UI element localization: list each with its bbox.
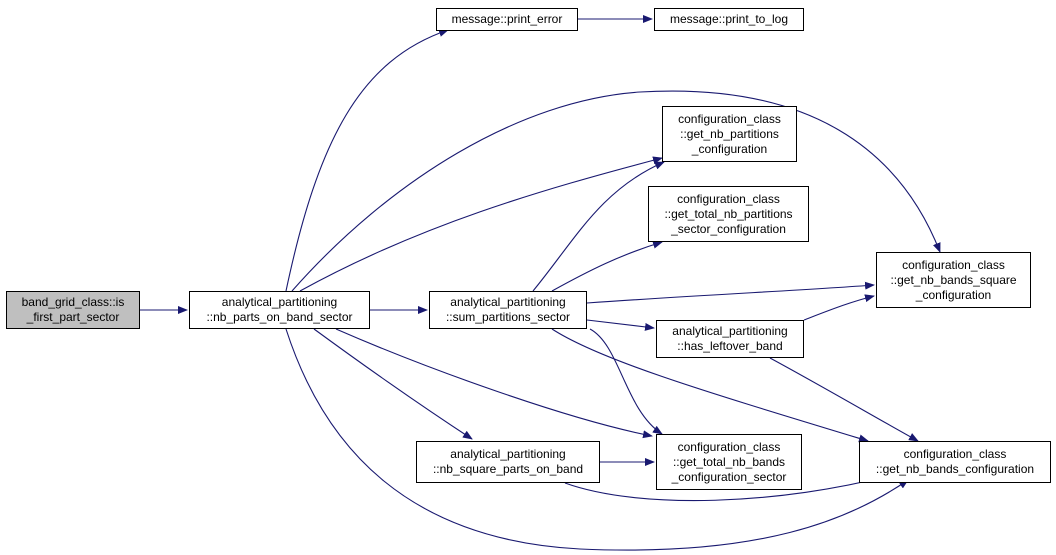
node-label-line: configuration_class bbox=[677, 439, 781, 454]
edge-nb-parts-to-get-nb-bands bbox=[285, 328, 909, 551]
node-label-line: message::print_error bbox=[451, 12, 563, 26]
node-get-nb-bands-square-configuration[interactable]: configuration_class ::get_nb_bands_squar… bbox=[876, 252, 1031, 308]
edge-nb-parts-to-nb-square-parts bbox=[313, 328, 473, 440]
edge-sum-partitions-to-get-total-nb-bands bbox=[589, 328, 663, 435]
node-label-line: ::get_nb_bands_square bbox=[890, 272, 1017, 287]
node-get-total-nb-partitions-sector-configuration[interactable]: configuration_class ::get_total_nb_parti… bbox=[648, 186, 809, 242]
node-label-line: ::has_leftover_band bbox=[677, 339, 783, 353]
edge-nb-parts-to-print-error bbox=[285, 29, 449, 292]
node-label-line: _first_part_sector bbox=[26, 310, 120, 324]
edge-nb-parts-to-get-nb-bands-square bbox=[291, 90, 941, 292]
edge-has-leftover-to-get-nb-bands bbox=[769, 357, 919, 442]
node-label-line: _configuration bbox=[915, 287, 992, 302]
node-label-line: configuration_class bbox=[902, 257, 1005, 272]
node-get-total-nb-bands-configuration-sector[interactable]: configuration_class ::get_total_nb_bands… bbox=[656, 434, 802, 490]
edge-nb-parts-to-get-total-nb-bands bbox=[335, 328, 653, 439]
edge-sum-partitions-to-get-nb-bands bbox=[551, 328, 869, 443]
node-nb-square-parts-on-band[interactable]: analytical_partitioning ::nb_square_part… bbox=[416, 441, 600, 483]
edge-sum-partitions-to-get-total-nb-partitions bbox=[551, 240, 663, 292]
edge-sum-partitions-to-get-nb-partitions bbox=[532, 161, 665, 292]
edge-sum-partitions-to-get-nb-bands-square bbox=[586, 281, 875, 304]
node-label-line: configuration_class bbox=[678, 111, 781, 126]
edge-nb-square-parts-to-get-nb-bands bbox=[564, 472, 897, 502]
node-label-line: _configuration_sector bbox=[671, 469, 787, 484]
node-has-leftover-band[interactable]: analytical_partitioning ::has_leftover_b… bbox=[656, 320, 804, 358]
node-label-line: analytical_partitioning bbox=[221, 295, 338, 309]
node-label-line: configuration_class bbox=[677, 191, 780, 206]
node-label-line: analytical_partitioning bbox=[450, 447, 566, 461]
node-print-error[interactable]: message::print_error bbox=[436, 8, 578, 31]
node-label-line: ::nb_square_parts_on_band bbox=[432, 462, 584, 476]
node-label-line: message::print_to_log bbox=[669, 12, 789, 26]
node-label-line: band_grid_class::is bbox=[21, 295, 125, 309]
node-label-line: ::get_total_nb_bands bbox=[672, 454, 786, 469]
node-get-nb-bands-configuration[interactable]: configuration_class ::get_nb_bands_confi… bbox=[859, 441, 1051, 483]
node-label-line: ::get_nb_partitions bbox=[680, 126, 779, 141]
node-label-line: ::get_nb_bands_configuration bbox=[875, 462, 1035, 476]
edge-has-leftover-to-get-nb-bands-square bbox=[803, 294, 875, 321]
node-nb-parts-on-band-sector[interactable]: analytical_partitioning ::nb_parts_on_ba… bbox=[189, 291, 370, 329]
node-label-line: ::sum_partitions_sector bbox=[445, 310, 571, 324]
node-label-line: analytical_partitioning bbox=[672, 324, 788, 338]
node-label-line: _sector_configuration bbox=[671, 221, 786, 236]
node-label-line: configuration_class bbox=[903, 447, 1007, 461]
node-label-line: ::get_total_nb_partitions bbox=[664, 206, 793, 221]
node-label-line: _configuration bbox=[691, 141, 768, 156]
node-get-nb-partitions-configuration[interactable]: configuration_class ::get_nb_partitions … bbox=[662, 106, 797, 162]
node-sum-partitions-sector[interactable]: analytical_partitioning ::sum_partitions… bbox=[429, 291, 587, 329]
node-label-line: ::nb_parts_on_band_sector bbox=[206, 310, 353, 324]
node-label-line: analytical_partitioning bbox=[450, 295, 566, 309]
edge-sum-partitions-to-has-leftover bbox=[586, 319, 655, 331]
node-band-grid-is-first-part-sector: band_grid_class::is _first_part_sector bbox=[6, 291, 140, 329]
edge-nb-parts-to-get-nb-partitions bbox=[299, 156, 663, 292]
node-print-to-log[interactable]: message::print_to_log bbox=[654, 8, 804, 31]
